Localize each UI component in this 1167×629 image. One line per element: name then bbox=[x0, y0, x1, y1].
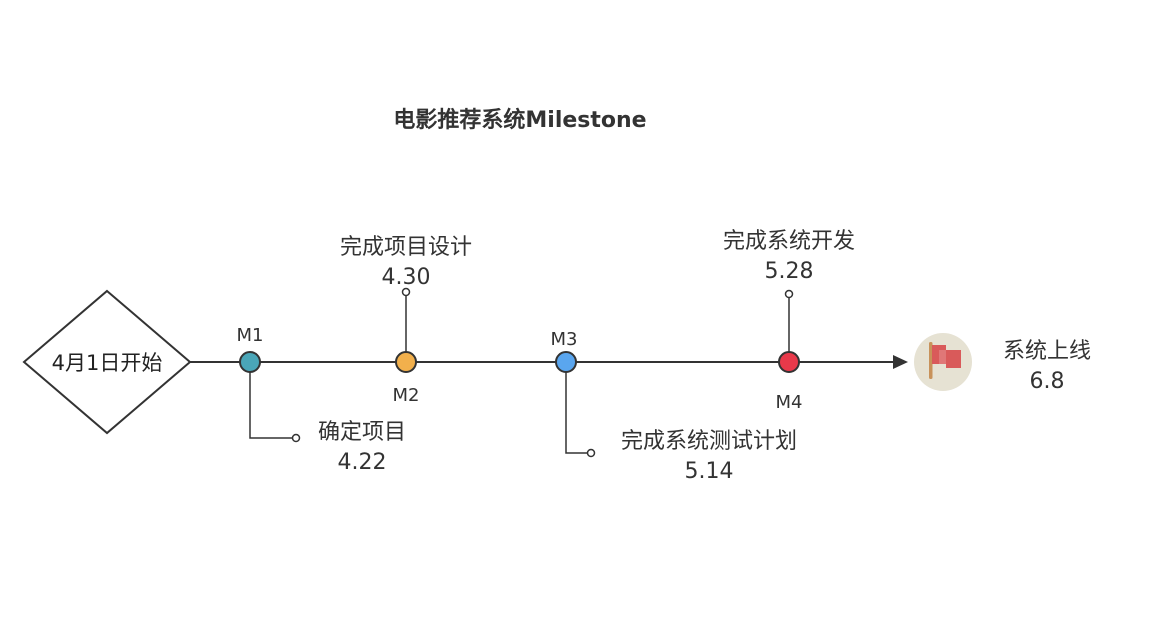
milestone-m1-id: M1 bbox=[237, 325, 264, 346]
milestone-m1-task: 确定项目 bbox=[318, 420, 406, 445]
milestone-m4-id: M4 bbox=[776, 392, 803, 413]
flag-cloth bbox=[932, 345, 961, 368]
milestone-m2-dot bbox=[395, 351, 417, 373]
milestone-m1-connector-end bbox=[291, 433, 301, 443]
start-node: 4月1日开始 bbox=[22, 289, 192, 435]
milestone-m2: M2 完成项目设计 4.30 bbox=[340, 235, 472, 406]
milestone-m1: M1 确定项目 4.22 bbox=[237, 325, 407, 475]
milestone-m3-date: 5.14 bbox=[685, 459, 734, 484]
diagram-title: 电影推荐系统Milestone bbox=[393, 107, 646, 133]
flag-fold bbox=[939, 350, 946, 364]
milestone-m1-dot bbox=[239, 351, 261, 373]
milestone-m3-connector-end bbox=[586, 448, 596, 458]
milestone-m4-task: 完成系统开发 bbox=[723, 229, 855, 254]
start-diamond bbox=[22, 289, 192, 435]
flag-pole bbox=[929, 342, 933, 379]
milestone-m4: M4 完成系统开发 5.28 bbox=[723, 229, 855, 413]
milestone-m4-date: 5.28 bbox=[765, 259, 814, 284]
milestone-m3-task: 完成系统测试计划 bbox=[621, 429, 797, 454]
milestone-m1-connector bbox=[249, 362, 293, 439]
milestone-m3-dot bbox=[555, 351, 577, 373]
milestone-m3-id: M3 bbox=[551, 329, 578, 350]
milestone-m2-id: M2 bbox=[393, 385, 420, 406]
milestone-m4-connector-end bbox=[784, 289, 794, 299]
milestone-m3-connector bbox=[565, 362, 588, 454]
milestone-m3: M3 完成系统测试计划 5.14 bbox=[551, 329, 798, 484]
milestone-m4-dot bbox=[778, 351, 800, 373]
milestone-m1-date: 4.22 bbox=[338, 450, 387, 475]
milestone-m2-date: 4.30 bbox=[382, 265, 431, 290]
flag-icon bbox=[929, 342, 961, 379]
start-label: 4月1日开始 bbox=[52, 351, 163, 375]
milestone-m2-task: 完成项目设计 bbox=[340, 235, 472, 260]
finish-date: 6.8 bbox=[1030, 369, 1065, 394]
milestone-m2-connector-end bbox=[401, 287, 411, 297]
finish-node: 系统上线 6.8 bbox=[914, 333, 1091, 394]
finish-task: 系统上线 bbox=[1003, 339, 1091, 364]
timeline-arrowhead bbox=[893, 355, 908, 369]
